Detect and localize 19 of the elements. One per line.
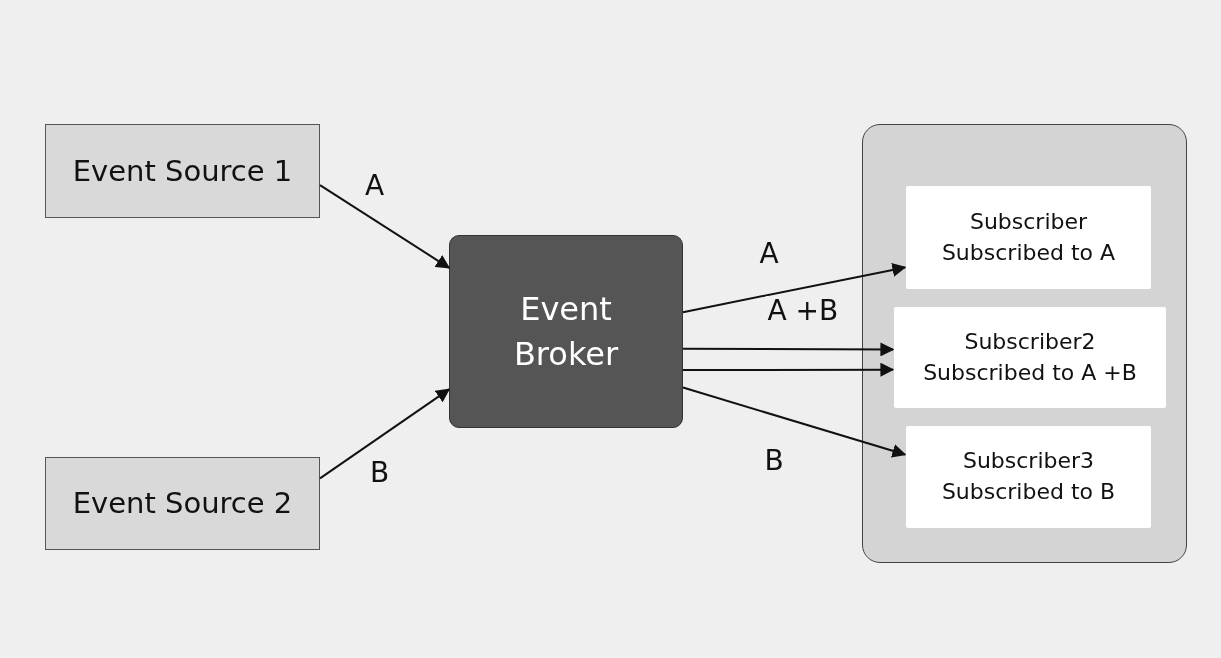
node-label: Event Source 2 (72, 485, 293, 523)
node-label: Subscriber Subscribed to A (940, 207, 1117, 267)
node-label: Subscriber3 Subscribed to B (940, 447, 1117, 506)
broker-box (449, 235, 683, 428)
arrow (682, 263, 907, 314)
arrow (682, 362, 895, 377)
node-label: Event Source 1 (72, 152, 293, 190)
arrow (682, 386, 907, 458)
subscriber-group-panel (862, 124, 1187, 563)
subscriber-box (894, 307, 1166, 408)
event-source-box (45, 457, 320, 550)
event-source-box (45, 124, 320, 218)
node-label: Subscriber2 Subscribed to A +B (922, 327, 1138, 387)
subscriber-box (906, 426, 1151, 528)
subscriber-box (906, 186, 1151, 289)
arrow (682, 342, 895, 357)
broker-label: Event Broker (512, 288, 620, 375)
arrow (319, 184, 451, 269)
arrow (319, 388, 451, 480)
